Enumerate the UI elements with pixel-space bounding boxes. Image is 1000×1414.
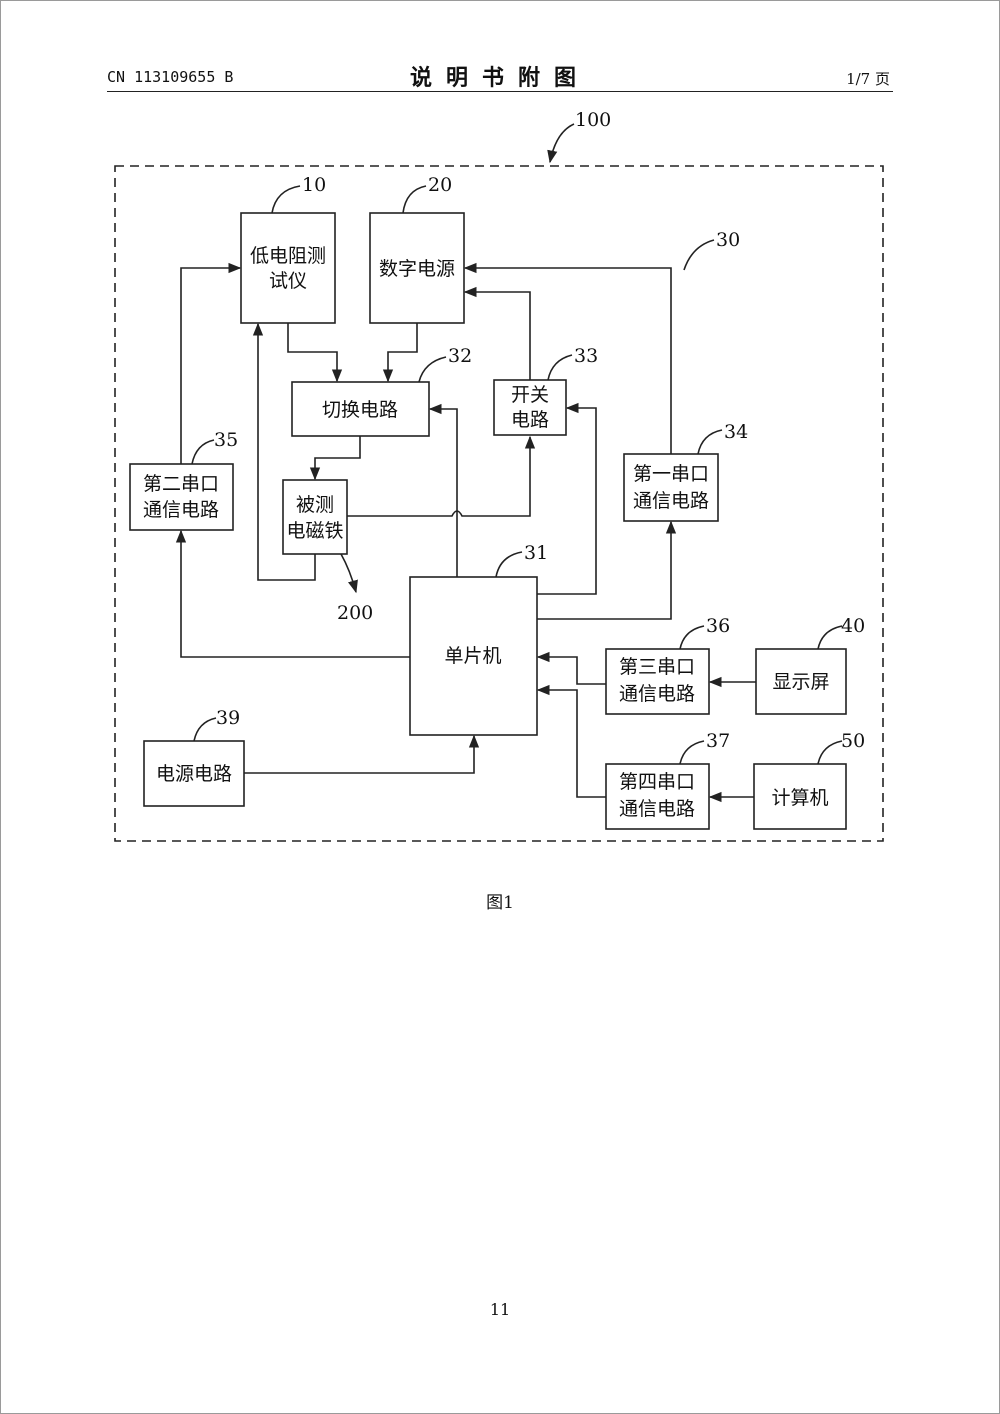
switch-circuit-block: 开关 电路 33 [493,345,598,436]
switching-to-magnet [309,436,361,481]
system-leader [547,123,575,164]
display-leader [817,625,843,650]
serial-3-block: 第三串口 通信电路 36 [605,615,730,715]
page-number: 11 [489,1300,511,1319]
serial-1-to-psu [463,262,672,454]
group-ref: 30 [716,229,740,251]
digital-power-supply-block: 数字电源 20 [369,174,465,324]
switching-circuit-block: 切换电路 32 [291,345,472,437]
serial-1-label-1: 第一串口 [633,463,709,485]
serial-2-block: 第二串口 通信电路 35 [129,429,238,531]
figure-caption: 图1 [486,893,514,913]
serial-4-label-1: 第四串口 [619,771,695,793]
power-circuit-block: 电源电路 39 [143,707,245,807]
serial-1-block: 第一串口 通信电路 34 [623,421,748,522]
serial-2-ref: 35 [214,429,238,451]
computer-label: 计算机 [771,787,828,809]
serial-1-ref: 34 [724,421,748,443]
group-leader [683,239,715,271]
serial-1-label-2: 通信电路 [633,490,709,512]
switching-leader [418,356,447,383]
mcu-ref: 31 [524,542,548,564]
mcu-to-serial-2 [175,529,410,658]
serial-3-label-2: 通信电路 [619,683,695,705]
tester-label-2: 试仪 [269,270,307,292]
magnet-block: 被测 电磁铁 [282,479,348,555]
serial-4-block: 第四串口 通信电路 37 [605,730,730,830]
switch-leader [547,354,573,381]
serial-2-label-2: 通信电路 [143,499,219,521]
serial-4-leader [679,740,705,765]
mcu-leader [495,551,523,578]
display-block: 显示屏 40 [755,615,865,715]
serial-3-leader [679,625,705,650]
power-circuit-ref: 39 [216,707,240,729]
system-ref: 100 [575,109,611,131]
switching-label: 切换电路 [322,399,398,421]
mcu-label: 单片机 [444,645,501,667]
psu-label: 数字电源 [379,258,455,280]
serial-2-label-1: 第二串口 [143,473,219,495]
mcu-to-switching [428,403,458,577]
display-label: 显示屏 [772,671,829,693]
switching-ref: 32 [448,345,472,367]
serial-3-ref: 36 [706,615,730,637]
serial-1-leader [697,429,723,455]
psu-to-switching [382,323,418,383]
low-resistance-tester-block: 低电阻测 试仪 10 [240,174,336,324]
power-circuit-label: 电源电路 [156,763,232,785]
serial-4-label-2: 通信电路 [619,798,695,820]
system-boundary [114,165,884,842]
serial-3-label-1: 第三串口 [619,656,695,678]
serial-4-ref: 37 [706,730,730,752]
display-ref: 40 [841,615,865,637]
magnet-to-external [340,553,358,594]
connections [175,262,756,803]
switch-to-psu [463,286,531,380]
tester-label-1: 低电阻测 [250,245,326,267]
tester-to-switching [287,323,343,383]
serial-4-to-mcu [536,684,606,798]
switch-ref: 33 [574,345,598,367]
page-count: 1/7 页 [846,70,890,88]
mcu-to-serial-1 [537,520,677,620]
power-to-mcu [244,734,480,774]
switch-label-2: 电路 [511,409,549,431]
power-circuit-leader [193,717,217,742]
page-title: 说明书附图 [409,65,590,91]
psu-ref: 20 [428,174,452,196]
serial-3-to-mcu [536,651,606,685]
serial-2-leader [191,439,215,465]
tester-leader [271,185,301,214]
computer-block: 计算机 50 [753,730,865,830]
magnet-to-switch [347,435,536,517]
external-ref: 200 [337,602,373,624]
magnet-to-tester [252,322,316,581]
serial-2-to-tester [180,262,242,464]
mcu-block: 单片机 31 [409,542,548,736]
computer-ref: 50 [841,730,865,752]
tester-ref: 10 [302,174,326,196]
switch-label-1: 开关 [511,384,549,406]
patent-number: CN 113109655 B [107,68,234,86]
magnet-label-2: 电磁铁 [286,520,343,542]
mcu-to-switch [537,402,597,595]
magnet-label-1: 被测 [296,494,334,516]
header-rule [107,91,893,92]
computer-leader [817,740,843,765]
psu-leader [402,185,427,214]
